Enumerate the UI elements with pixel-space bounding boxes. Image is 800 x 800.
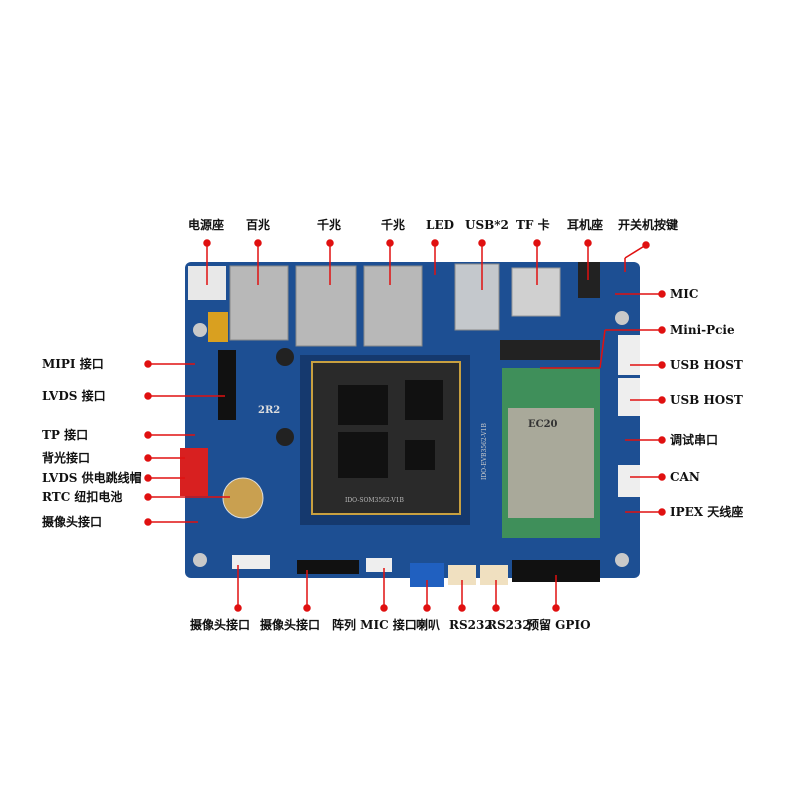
camera-connector: [232, 555, 270, 569]
capacitor: [276, 428, 294, 446]
board-marking: IDO-EVB3562-V1B: [481, 423, 488, 480]
label-led: LED: [426, 218, 454, 232]
chip: [338, 385, 388, 425]
label-lvds: LVDS 接口: [42, 389, 106, 403]
usb-host-connector: [618, 335, 640, 375]
mount-hole: [615, 553, 629, 567]
label-mipi: MIPI 接口: [42, 357, 104, 371]
backlight-connector: [180, 448, 208, 496]
mini-pcie-slot: [500, 340, 600, 360]
module-marking: EC20: [528, 419, 558, 430]
label-gpio: 预留 GPIO: [527, 618, 591, 632]
label-usb: USB*2: [465, 218, 509, 232]
capacitor: [276, 348, 294, 366]
mount-hole: [193, 323, 207, 337]
chip: [405, 380, 443, 420]
callout-lines: [144, 239, 666, 612]
usb-port: [454, 263, 500, 331]
label-lvds-jumper: LVDS 供电跳线帽: [42, 471, 142, 485]
ec20-shield: [508, 408, 594, 518]
gpio-header: [512, 560, 600, 582]
label-rtc-battery: RTC 纽扣电池: [42, 490, 123, 504]
chip: [405, 440, 435, 470]
label-power-button: 开关机按键: [618, 218, 679, 232]
label-speaker: 喇叭: [416, 618, 441, 632]
label-usb-host: USB HOST: [670, 393, 743, 407]
headphone-jack: [578, 262, 600, 298]
mic-connector: [366, 558, 392, 572]
mount-hole: [193, 553, 207, 567]
label-headphone: 耳机座: [567, 218, 604, 232]
label-ethernet-1g: 千兆: [317, 218, 342, 232]
rs232-connector: [448, 565, 476, 585]
label-tf-card: TF 卡: [516, 218, 550, 232]
rtc-battery: [222, 477, 264, 519]
usb-host-connector: [618, 378, 640, 416]
som-marking: IDO-SOM3562-V1B: [345, 497, 404, 504]
label-mini-pcie: Mini-Pcie: [670, 323, 735, 337]
tf-card-slot: [511, 267, 561, 317]
label-can: CAN: [670, 470, 700, 484]
label-rs232: RS232: [449, 618, 493, 632]
mount-hole: [615, 311, 629, 325]
camera-connector: [297, 560, 359, 574]
label-mic: MIC: [670, 287, 699, 301]
label-ipex: IPEX 天线座: [670, 505, 744, 519]
label-camera: 摄像头接口: [190, 618, 251, 632]
label-debug-uart: 调试串口: [670, 433, 719, 447]
label-array-mic: 阵列 MIC 接口: [332, 618, 417, 632]
label-ethernet-100m: 百兆: [246, 218, 271, 232]
jumper-tape: [208, 312, 228, 342]
can-connector: [618, 465, 640, 497]
ethernet-1g-port-1: [295, 265, 357, 347]
label-camera: 摄像头接口: [260, 618, 321, 632]
lvds-header: [218, 350, 236, 420]
label-usb-host: USB HOST: [670, 358, 743, 372]
label-ethernet-1g: 千兆: [381, 218, 406, 232]
label-backlight: 背光接口: [42, 451, 91, 465]
inductor-marking: 2R2: [258, 405, 281, 416]
label-power-jack: 电源座: [188, 218, 225, 232]
label-rs232: RS232: [487, 618, 531, 632]
chip: [338, 432, 388, 478]
ethernet-1g-port-2: [363, 265, 423, 347]
ethernet-100m-port: [229, 265, 289, 341]
rs232-connector: [480, 565, 508, 585]
label-camera: 摄像头接口: [42, 515, 103, 529]
label-tp: TP 接口: [42, 428, 89, 442]
